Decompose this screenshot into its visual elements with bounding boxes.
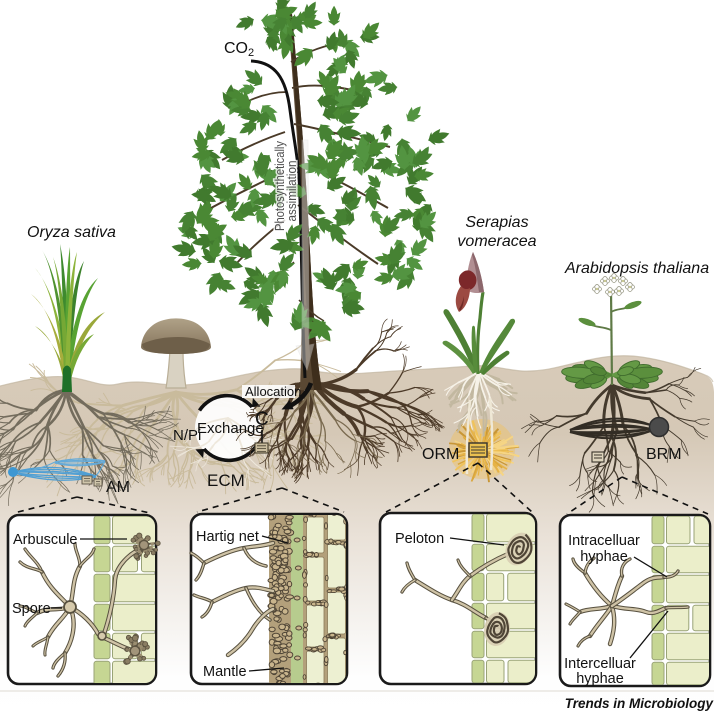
svg-text:Intracelluar: Intracelluar — [568, 533, 640, 549]
svg-text:Arabidopsis thaliana: Arabidopsis thaliana — [564, 260, 709, 277]
svg-text:Photosynthetically: Photosynthetically — [272, 141, 287, 231]
svg-text:AM: AM — [106, 479, 130, 496]
svg-text:Arbuscule: Arbuscule — [13, 532, 77, 548]
svg-text:hyphae: hyphae — [576, 671, 624, 687]
svg-text:C: C — [255, 409, 269, 430]
svg-text:Intercelluar: Intercelluar — [564, 656, 636, 672]
svg-text:Trends in Microbiology: Trends in Microbiology — [565, 696, 715, 711]
svg-text:Exchange: Exchange — [197, 420, 264, 437]
svg-text:Oryza sativa: Oryza sativa — [27, 224, 116, 241]
svg-text:Allocation: Allocation — [245, 384, 301, 399]
svg-text:assimilation: assimilation — [284, 161, 299, 222]
svg-text:CO2: CO2 — [224, 40, 254, 59]
svg-text:Spore: Spore — [12, 601, 51, 617]
svg-text:vomeracea: vomeracea — [457, 233, 536, 250]
svg-text:Hartig net: Hartig net — [196, 529, 259, 545]
svg-text:Photosynthetically: Photosynthetically — [272, 141, 287, 231]
svg-text:assimilation: assimilation — [284, 161, 299, 222]
svg-text:ORM: ORM — [422, 446, 459, 463]
svg-text:Peloton: Peloton — [395, 531, 444, 547]
svg-text:Mantle: Mantle — [203, 664, 247, 680]
svg-text:Serapias: Serapias — [465, 214, 528, 231]
svg-text:hyphae: hyphae — [580, 549, 628, 565]
svg-text:ECM: ECM — [207, 471, 245, 490]
svg-text:BRM: BRM — [646, 446, 682, 463]
svg-text:N/Pi: N/Pi — [173, 427, 201, 444]
